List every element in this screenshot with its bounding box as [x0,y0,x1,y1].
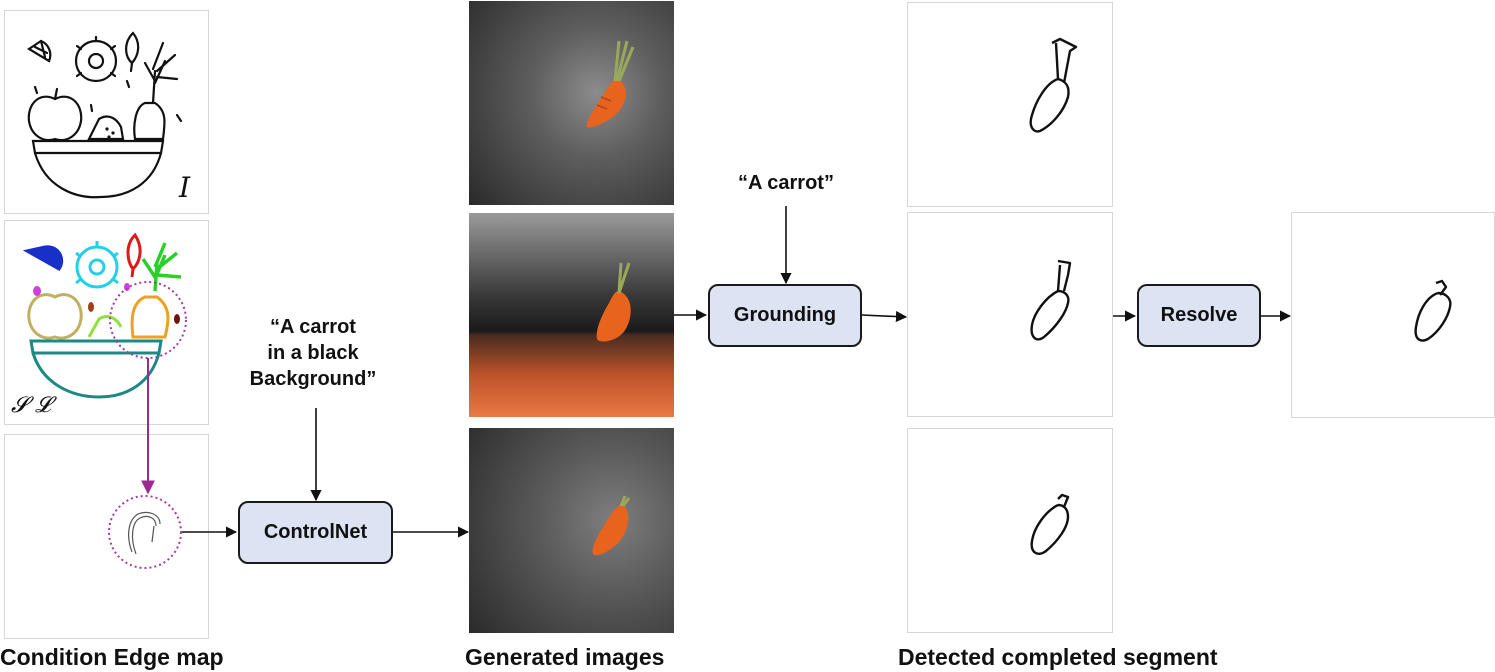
generated-image-1 [469,1,674,205]
generated-image-2 [469,213,674,417]
caption-edge-map: Condition Edge map [0,644,224,670]
fruit-bowl-line-drawing [26,31,183,199]
arrow-grounding-to-detected [861,310,908,323]
controlnet-prompt-line-2: in a black [267,342,359,364]
extracted-edge-circle [108,495,182,569]
image-symbol: I [179,171,191,204]
carrot-outline-2 [1030,259,1072,341]
colored-segment-drawing [22,232,182,399]
detected-segment-2 [907,212,1113,417]
caption-detected: Detected completed segment [898,644,1218,670]
extracted-edge-outline [128,511,161,555]
grounding-prompt: “A carrot” [738,172,834,194]
carrot-outline-3 [1030,493,1070,555]
segment-symbol: 𝓢 𝓛 [11,393,52,418]
generated-image-3 [469,428,674,633]
controlnet-prompt-line-1: “A carrot [270,316,356,338]
carrot-outline-resolved [1414,279,1452,342]
controlnet-prompt: “A carrot in a black Background” [228,314,398,392]
resolve-node: Resolve [1137,284,1261,347]
detected-segment-3 [907,428,1113,633]
resolved-segment [1291,212,1495,418]
controlnet-node: ControlNet [238,501,393,564]
grounding-node: Grounding [708,284,862,347]
carrot-outline-1 [1029,37,1078,133]
line-drawing-panel: I [4,10,209,214]
detected-segment-1 [907,2,1113,207]
selection-circle [109,281,187,359]
controlnet-prompt-line-3: Background” [249,368,377,390]
carrot-image-1 [586,40,635,128]
extracted-edge-panel [4,434,209,639]
carrot-image-2 [596,262,631,342]
segment-map-panel: 𝓢 𝓛 [4,220,209,425]
carrot-image-3 [592,495,631,556]
caption-generated: Generated images [465,644,665,670]
